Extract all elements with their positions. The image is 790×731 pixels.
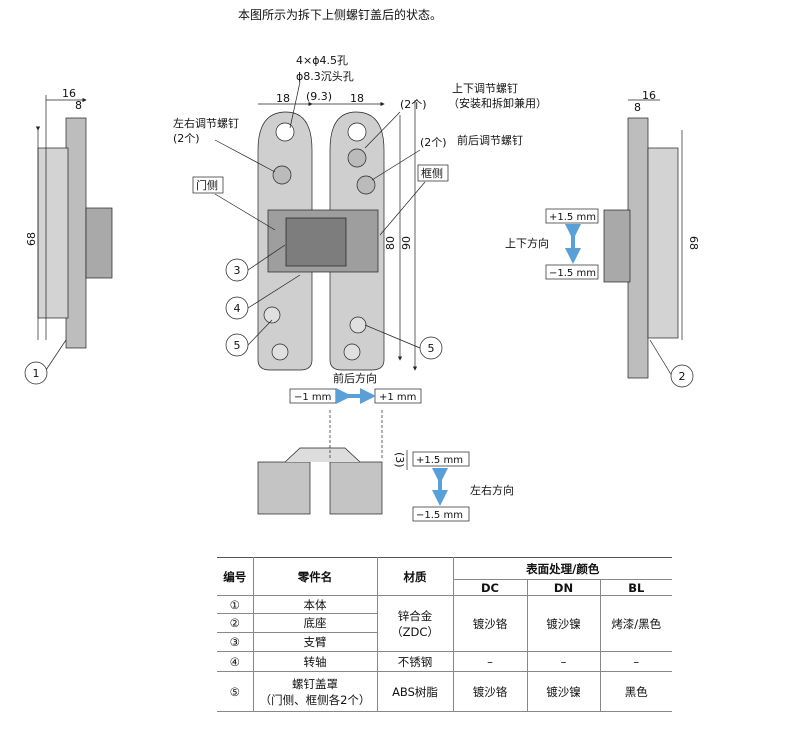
callout-4: 4 [234, 302, 241, 315]
fb-count: (2个) [420, 136, 447, 149]
updown-screw-note: （安装和拆卸兼用） [448, 96, 547, 110]
fb-screw-label: 前后调节螺钉 [457, 133, 523, 147]
updown-count: (2个) [400, 98, 427, 111]
frame-side-label: 框侧 [421, 167, 443, 180]
row-no: ① [217, 595, 254, 614]
header-material: 材质 [376, 557, 454, 596]
row-part: 底座 [252, 613, 377, 633]
hinge-bottom-view [257, 410, 408, 515]
left-dim-16: 16 [62, 87, 76, 100]
row-material: 不锈钢 [376, 651, 454, 672]
parts-table: 编号 零件名 材质 表面处理/颜色 DC DN BL ① 本体 锌合金（ZDC）… [217, 557, 672, 712]
zinc-bl: 烤漆/黑色 [599, 595, 672, 652]
row-no: ⑤ [217, 671, 254, 712]
callout-5-left: 5 [234, 339, 241, 352]
left-right-plus: +1.5 mm [416, 455, 463, 466]
table-row: ① 本体 锌合金（ZDC） 镀沙铬 镀沙镍 烤漆/黑色 [217, 595, 672, 652]
row-material: ABS树脂 [376, 671, 454, 712]
lr-screw-label: 左右调节螺钉 [173, 116, 239, 130]
row-no: ③ [217, 632, 254, 652]
row-bl: 黑色 [599, 671, 672, 712]
callout-3: 3 [234, 264, 241, 277]
front-back-plus: +1 mm [379, 392, 416, 403]
hinge-front-view [43, 81, 673, 377]
callout-1: 1 [33, 367, 40, 380]
right-side-view [603, 99, 683, 379]
header-bl: BL [599, 579, 672, 596]
header-dc: DC [453, 579, 528, 596]
dim-90: 90 [400, 236, 413, 250]
row-part: 转轴 [252, 651, 378, 672]
left-dim-68: 68 [25, 232, 38, 246]
right-dim-8: 8 [634, 101, 641, 114]
bottom-dim-3: (3) [393, 452, 406, 468]
row-dn: – [526, 651, 601, 672]
updown-screw-label: 上下调节螺钉 [452, 82, 518, 95]
right-dim-16: 16 [642, 89, 656, 102]
left-right-minus: −1.5 mm [416, 510, 463, 521]
callout-2: 2 [679, 370, 686, 383]
left-right-direction-label: 左右方向 [470, 483, 514, 497]
callout-circle [225, 258, 249, 282]
left-side-view [35, 95, 113, 349]
adjustment-arrows [336, 224, 581, 506]
right-dim-68: 68 [687, 236, 700, 250]
header-surface: 表面处理/颜色 [452, 557, 672, 580]
dim-18-left: 18 [276, 92, 290, 105]
zinc-dc: 镀沙铬 [452, 595, 528, 652]
caption: 本图所示为拆下上侧螺钉盖后的状态。 [238, 8, 443, 22]
header-no: 编号 [217, 557, 254, 596]
row-part: 螺钉盖罩（门侧、框侧各2个） [252, 671, 378, 712]
zinc-dn: 镀沙镍 [526, 595, 601, 652]
row-dn: 镀沙镍 [526, 671, 601, 712]
row-part: 本体 [252, 595, 378, 614]
hinge-drawing: 4×ϕ4.5孔 ϕ8.3沉头孔 18 (9.3) 18 (2个) 上下调节螺钉 … [24, 54, 700, 522]
left-dim-8: 8 [75, 99, 82, 112]
holes-label: 4×ϕ4.5孔 [296, 54, 348, 67]
front-back-minus: −1 mm [294, 392, 331, 403]
front-back-direction-label: 前后方向 [333, 371, 377, 385]
row-no: ④ [217, 651, 254, 672]
table-row: ④ 转轴 不锈钢 – – – [217, 651, 672, 672]
row-dc: 镀沙铬 [452, 671, 528, 712]
dim-18-right: 18 [350, 92, 364, 105]
lr-screw-count: (2个) [173, 132, 200, 145]
table-row: ⑤ 螺钉盖罩（门侧、框侧各2个） ABS树脂 镀沙铬 镀沙镍 黑色 [217, 671, 672, 712]
countersink-label: ϕ8.3沉头孔 [296, 70, 354, 83]
header-part: 零件名 [252, 557, 378, 596]
zinc-material: 锌合金（ZDC） [376, 595, 454, 652]
callout-5-right: 5 [428, 342, 435, 355]
dim-80: 80 [384, 236, 397, 250]
header-dn: DN [526, 579, 601, 596]
dim-9-3: (9.3) [306, 90, 332, 103]
door-side-label: 门侧 [196, 178, 218, 192]
row-bl: – [599, 651, 672, 672]
row-dc: – [452, 651, 528, 672]
vertical-minus: −1.5 mm [549, 268, 596, 279]
row-no: ② [217, 613, 254, 633]
vertical-direction-label: 上下方向 [505, 236, 549, 250]
vertical-plus: +1.5 mm [549, 212, 596, 223]
row-part: 支臂 [252, 632, 377, 652]
table-row: ② 底座 [217, 613, 672, 633]
